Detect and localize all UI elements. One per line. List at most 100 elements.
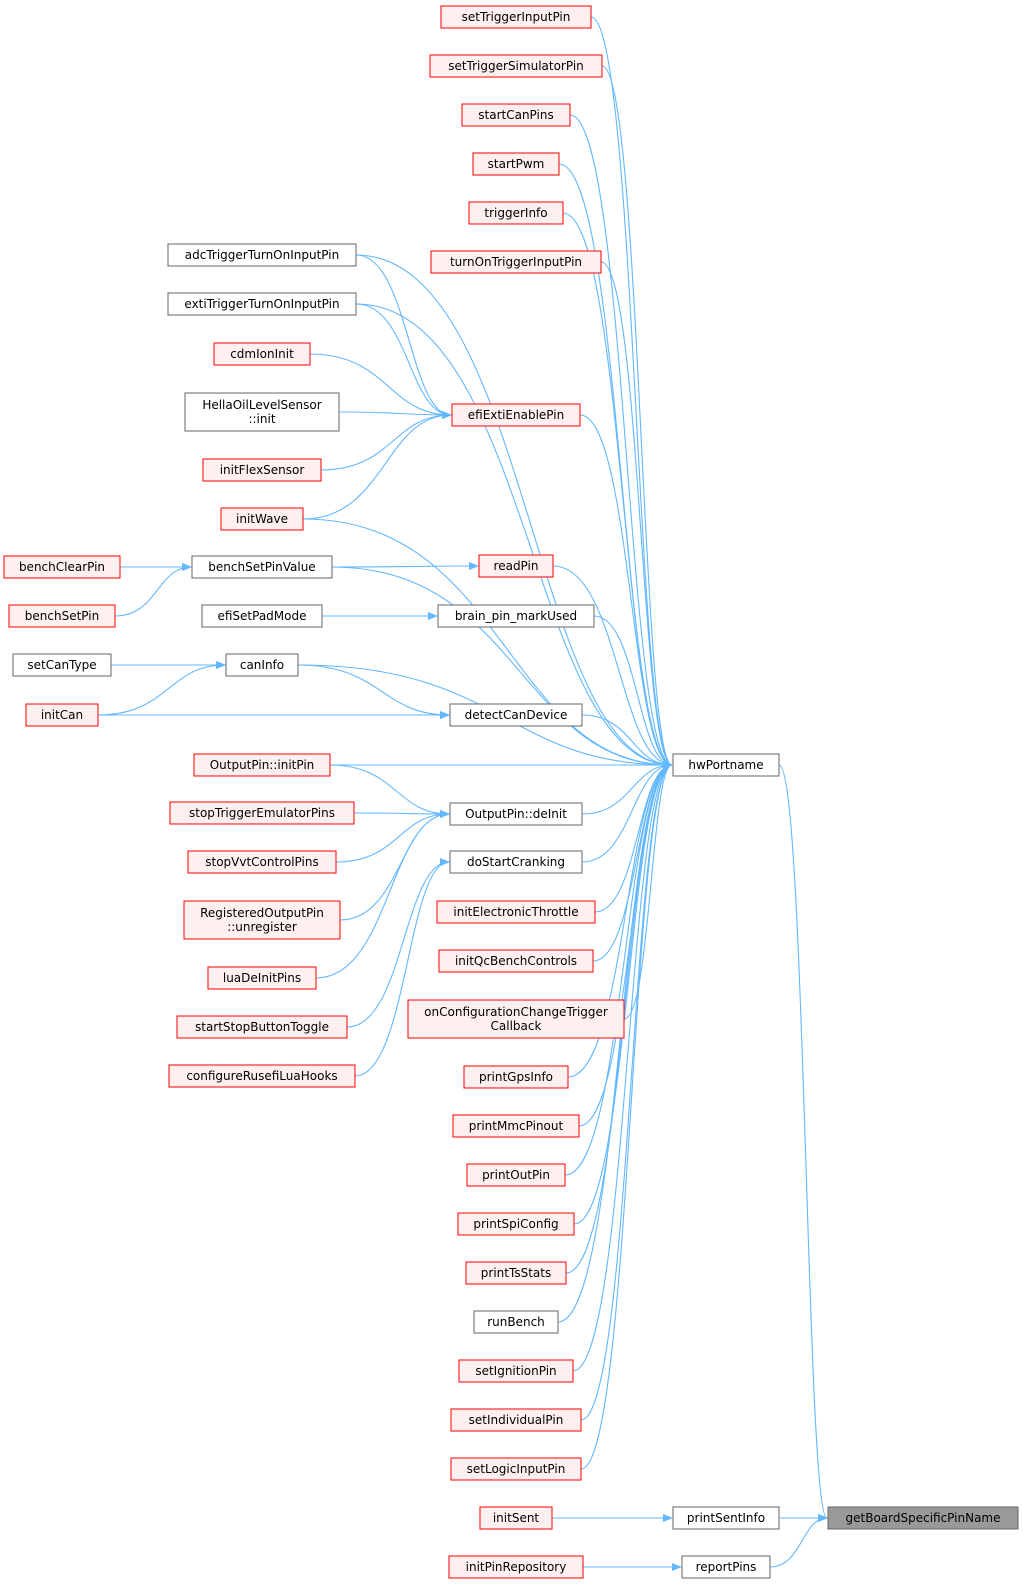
node-HellaOilLevelSensor[interactable]: HellaOilLevelSensor::init [184,392,340,432]
node-label-hwPortname: hwPortname [688,758,763,772]
node-setCanType[interactable]: setCanType [12,653,112,677]
edge-doStartCranking-to-hwPortname [581,761,673,863]
node-detectCanDevice[interactable]: detectCanDevice [449,703,583,727]
node-box-triggerInfo [468,201,564,225]
edge-benchSetPin-to-benchSetPinValue [114,563,192,617]
node-label-triggerInfo: triggerInfo [484,206,547,220]
node-luaDeInitPins[interactable]: luaDeInitPins [207,966,317,990]
edge-setTriggerSimulatorPin-to-hwPortname [601,65,673,769]
edge-turnOnTriggerInputPin-to-hwPortname [600,261,673,769]
node-setTriggerSimulatorPin[interactable]: setTriggerSimulatorPin [429,54,603,78]
edge-RegisteredOutputPin-to-OutputPinDeInit [339,810,450,921]
edge-setTriggerInputPin-to-hwPortname [590,16,673,769]
node-label-setTriggerInputPin: setTriggerInputPin [462,10,571,24]
node-box-printMmcPinout [452,1114,580,1138]
node-getBoardSpecificPinName[interactable]: getBoardSpecificPinName [827,1506,1019,1530]
node-triggerInfo[interactable]: triggerInfo [468,201,564,225]
node-label-stopTriggerEmulatorPins: stopTriggerEmulatorPins [189,806,335,820]
node-runBench[interactable]: runBench [473,1310,559,1334]
node-label-printGpsInfo: printGpsInfo [479,1070,553,1084]
node-box-setTriggerInputPin [440,5,592,29]
node-benchSetPin[interactable]: benchSetPin [8,604,116,628]
node-stopVvtControlPins[interactable]: stopVvtControlPins [187,850,337,874]
node-printSentInfo[interactable]: printSentInfo [672,1506,780,1530]
edge-onConfigurationChangeTriggerCallback-to-hwPortname [623,761,673,1020]
node-label-luaDeInitPins: luaDeInitPins [223,971,301,985]
edge-stopVvtControlPins-to-OutputPinDeInit [335,810,450,863]
edge-HellaOilLevelSensor-to-efiExtiEnablePin [338,410,452,419]
node-box-OutputPinInitPin [193,753,331,777]
edge-adcTriggerTurnOnInputPin-to-efiExtiEnablePin [355,254,452,419]
node-cdmIonInit[interactable]: cdmIonInit [213,342,311,366]
node-printOutPin[interactable]: printOutPin [466,1163,566,1187]
node-box-efiSetPadMode [201,604,323,628]
node-layer: setTriggerInputPin setTriggerSimulatorPin… [3,5,1019,1579]
node-RegisteredOutputPin[interactable]: RegisteredOutputPin::unregister [183,900,341,940]
node-reportPins[interactable]: reportPins [681,1555,771,1579]
node-startPwm[interactable]: startPwm [472,152,560,176]
node-OutputPinInitPin[interactable]: OutputPin::initPin [193,753,331,777]
node-printTsStats[interactable]: printTsStats [465,1261,567,1285]
node-stopTriggerEmulatorPins[interactable]: stopTriggerEmulatorPins [169,801,355,825]
node-setIndividualPin[interactable]: setIndividualPin [450,1408,582,1432]
node-setTriggerInputPin[interactable]: setTriggerInputPin [440,5,592,29]
node-canInfo[interactable]: canInfo [225,653,299,677]
node-label-benchSetPin: benchSetPin [25,609,99,623]
node-box-initCan [25,703,99,727]
node-box-stopTriggerEmulatorPins [169,801,355,825]
node-initFlexSensor[interactable]: initFlexSensor [202,458,322,482]
edge-printSpiConfig-to-hwPortname [573,761,673,1225]
node-box-luaDeInitPins [207,966,317,990]
node-turnOnTriggerInputPin[interactable]: turnOnTriggerInputPin [430,250,602,274]
node-efiExtiEnablePin[interactable]: efiExtiEnablePin [451,403,581,427]
node-printGpsInfo[interactable]: printGpsInfo [463,1065,569,1089]
node-label-doStartCranking: doStartCranking [467,855,565,869]
node-adcTriggerTurnOnInputPin[interactable]: adcTriggerTurnOnInputPin [167,243,357,267]
node-startStopButtonToggle[interactable]: startStopButtonToggle [176,1015,348,1039]
node-doStartCranking[interactable]: doStartCranking [449,850,583,874]
node-startCanPins[interactable]: startCanPins [461,103,571,127]
node-label-setCanType: setCanType [27,658,96,672]
node-box-initFlexSensor [202,458,322,482]
node-label-HellaOilLevelSensor-line-1: ::init [248,412,275,426]
node-configureRusefiLuaHooks[interactable]: configureRusefiLuaHooks [168,1064,356,1088]
node-readPin[interactable]: readPin [478,554,554,578]
edge-hwPortname-to-getBoardSpecificPinName [778,764,828,1522]
node-hwPortname[interactable]: hwPortname [672,753,780,777]
node-label-initCan: initCan [41,708,83,722]
node-efiSetPadMode[interactable]: efiSetPadMode [201,604,323,628]
node-setIgnitionPin[interactable]: setIgnitionPin [458,1359,574,1383]
node-label-printSpiConfig: printSpiConfig [473,1217,558,1231]
edge-initWave-to-efiExtiEnablePin [302,411,452,520]
edge-setIndividualPin-to-hwPortname [580,761,673,1421]
node-setLogicInputPin[interactable]: setLogicInputPin [450,1457,582,1481]
edge-printOutPin-to-hwPortname [564,761,673,1176]
node-printMmcPinout[interactable]: printMmcPinout [452,1114,580,1138]
node-OutputPinDeInit[interactable]: OutputPin::deInit [449,802,583,826]
node-printSpiConfig[interactable]: printSpiConfig [457,1212,575,1236]
node-label-OutputPinInitPin: OutputPin::initPin [210,758,315,772]
node-box-readPin [478,554,554,578]
node-benchSetPinValue[interactable]: benchSetPinValue [191,555,333,579]
node-benchClearPin[interactable]: benchClearPin [3,555,121,579]
node-box-initQcBenchControls [438,949,594,973]
node-label-initElectronicThrottle: initElectronicThrottle [453,905,578,919]
node-label-initPinRepository: initPinRepository [466,1560,567,1574]
node-brain_pin_markUsed[interactable]: brain_pin_markUsed [437,604,595,628]
edge-printGpsInfo-to-hwPortname [567,761,673,1078]
node-initQcBenchControls[interactable]: initQcBenchControls [438,949,594,973]
node-label-onConfigurationChangeTriggerCallback-line-1: Callback [491,1019,542,1033]
node-initSent[interactable]: initSent [479,1506,553,1530]
node-initWave[interactable]: initWave [220,507,304,531]
node-label-benchSetPinValue: benchSetPinValue [208,560,315,574]
node-extiTriggerTurnOnInputPin[interactable]: extiTriggerTurnOnInputPin [167,292,357,316]
node-label-RegisteredOutputPin-line-1: ::unregister [227,920,297,934]
node-box-runBench [473,1310,559,1334]
node-initElectronicThrottle[interactable]: initElectronicThrottle [436,900,596,924]
node-initCan[interactable]: initCan [25,703,99,727]
node-box-setLogicInputPin [450,1457,582,1481]
node-box-hwPortname [672,753,780,777]
node-box-configureRusefiLuaHooks [168,1064,356,1088]
node-initPinRepository[interactable]: initPinRepository [448,1555,584,1579]
